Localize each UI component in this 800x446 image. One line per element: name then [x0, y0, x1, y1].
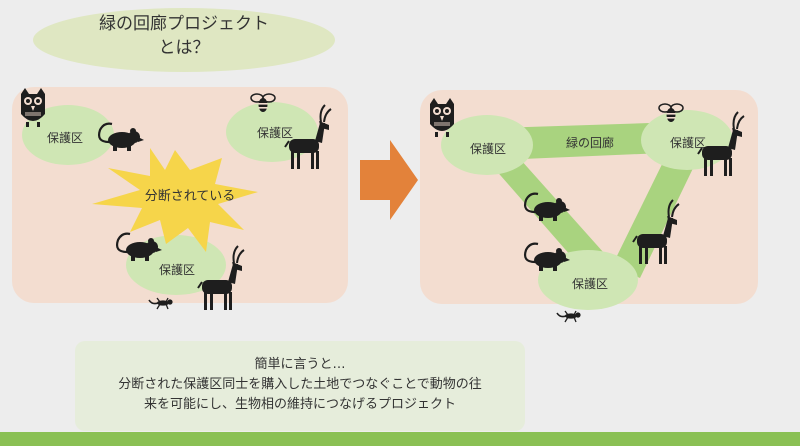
reserve-label: 保護区: [572, 276, 608, 291]
corridor: [498, 122, 686, 160]
title-line-1: 緑の回廊プロジェクト: [99, 14, 269, 34]
corridor-label: 緑の回廊: [566, 135, 614, 150]
corridor: [612, 148, 698, 278]
slide-title: 緑の回廊プロジェクト とは？: [33, 12, 335, 60]
reserve-area: [22, 105, 114, 165]
reserve-label: 保護区: [159, 262, 195, 277]
reserve-label: 保護区: [470, 141, 506, 156]
reserve-label: 保護区: [670, 135, 706, 150]
caption-line-2: 分断された保護区同士を購入した土地でつなぐことで動物の往: [118, 377, 482, 392]
title-ellipse: [33, 8, 335, 72]
caption-line-3: 来を可能にし、生物相の維持につなげるプロジェクト: [143, 397, 456, 412]
transition-arrow-icon: [360, 140, 418, 220]
reserve-label: 保護区: [257, 125, 293, 140]
lizard-icon: [556, 310, 582, 323]
reserve-area: [538, 250, 638, 310]
fragmentation-burst: [92, 148, 258, 252]
title-line-2: とは？: [158, 38, 210, 58]
reserve-label: 保護区: [47, 130, 83, 145]
reserve-area: [441, 115, 533, 175]
fragmented-label: 分断されている: [145, 189, 236, 204]
lizard-icon: [148, 297, 174, 310]
caption-box: 簡単に言うと… 分断された保護区同士を購入した土地でつなぐことで動物の往 来を可…: [75, 341, 525, 431]
footer-bar: [0, 432, 800, 446]
caption-line-1: 簡単に言うと…: [254, 357, 346, 372]
